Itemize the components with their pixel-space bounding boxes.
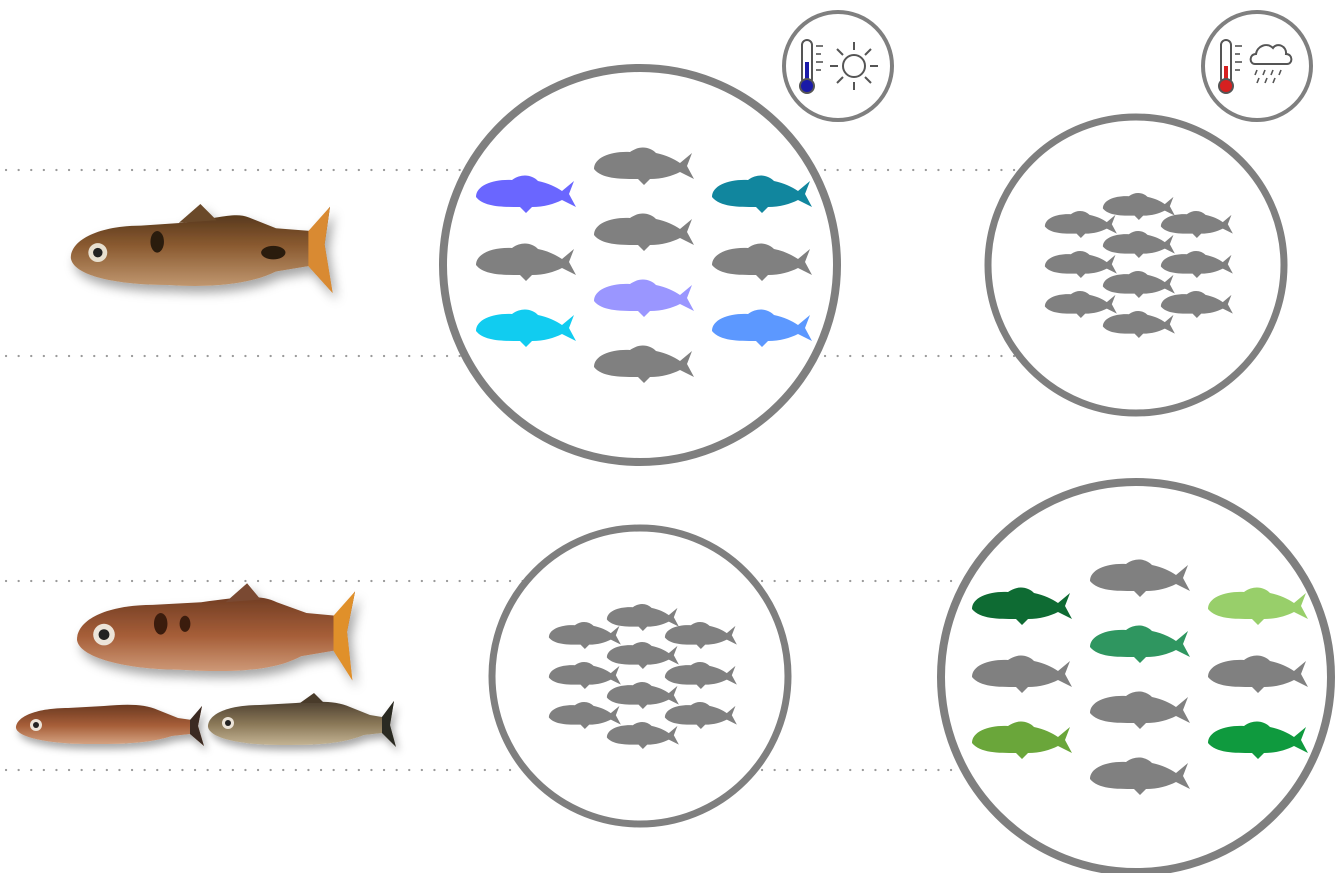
panel-sun-row1: [439, 64, 841, 466]
specimen-fish-photo: [77, 583, 356, 681]
specimen-fish-photo: [16, 704, 204, 746]
panel-rain-row2: [937, 478, 1335, 873]
guide-lines: [4, 168, 1022, 772]
panel-rain-row1: [984, 113, 1288, 417]
specimen-fish-photo: [70, 204, 333, 294]
specimen-fish-photo: [208, 693, 396, 747]
thermometer-rain-icon: [1201, 10, 1313, 122]
thermometer-sun-icon: [782, 10, 894, 122]
panel-sun-row2: [488, 524, 792, 828]
